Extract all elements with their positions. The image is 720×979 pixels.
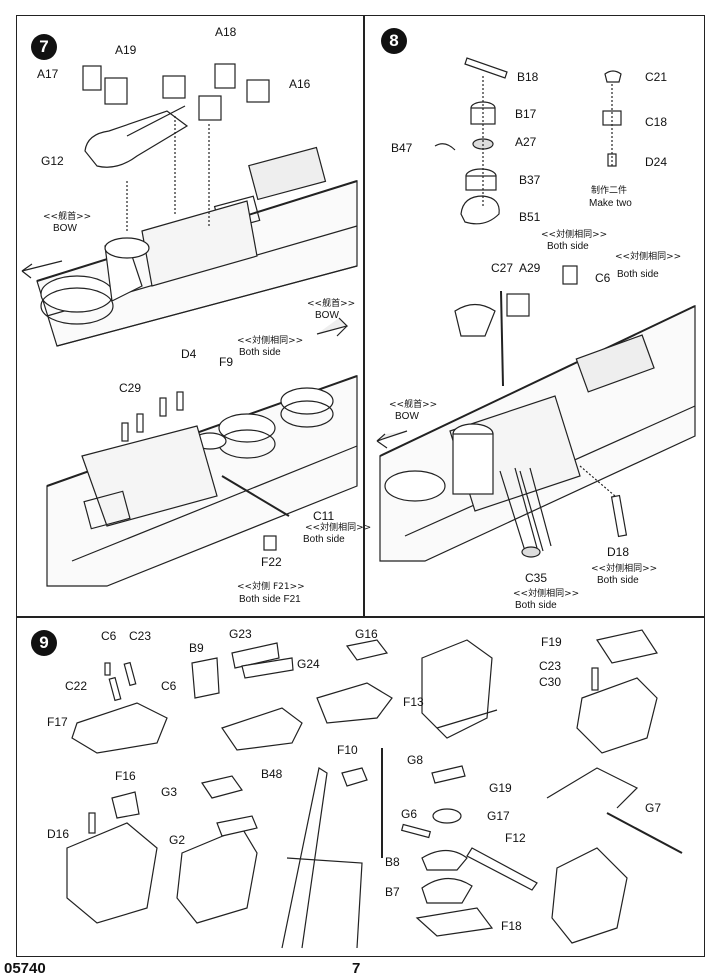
part-label: G6 — [401, 807, 418, 821]
part-label: C27 — [491, 261, 514, 275]
part-label: B7 — [385, 885, 400, 899]
part-label: A27 — [515, 135, 537, 149]
both-side-f21-cn: <<対侧 F21>> — [237, 582, 305, 592]
part-label: C21 — [645, 70, 668, 84]
part-label: A16 — [289, 77, 311, 91]
part-label: F13 — [403, 695, 424, 709]
both-side-label: Both side — [597, 575, 639, 586]
make-two-label: Make two — [589, 198, 632, 209]
part-label: D4 — [181, 347, 197, 361]
part-label: G3 — [161, 785, 178, 799]
both-side-cn: <<対侧相同>> — [541, 230, 608, 240]
part-label: B9 — [189, 641, 204, 655]
bow-label: BOW — [395, 411, 419, 422]
bow-label: BOW — [315, 310, 339, 321]
part-label: F9 — [219, 355, 234, 369]
part-label: F17 — [47, 715, 68, 729]
part-label: B37 — [519, 173, 541, 187]
part-label: F10 — [337, 743, 358, 757]
both-side-cn: <<対侧相同>> — [615, 252, 682, 262]
part-label: G2 — [169, 833, 186, 847]
bow-label-cn: <<舰首>> — [389, 400, 438, 410]
part-label: B51 — [519, 210, 541, 224]
part-label: A29 — [519, 261, 541, 275]
part-label: B17 — [515, 107, 537, 121]
both-side-label: Both side — [239, 347, 281, 358]
step-8-number: 8 — [381, 28, 407, 54]
part-label: A19 — [115, 43, 137, 57]
step-9-illustration — [66, 629, 683, 949]
bow-label-cn: <<舰首>> — [43, 212, 92, 222]
step-7-illustration — [21, 63, 358, 587]
part-label: C23 — [129, 629, 152, 643]
part-label: C18 — [645, 115, 668, 129]
part-label: G19 — [489, 781, 512, 795]
product-code: 05740 — [4, 960, 46, 977]
both-side-cn: <<対侧相同>> — [513, 589, 580, 599]
part-label: C6 — [595, 271, 611, 285]
page-number: 7 — [352, 960, 361, 977]
step-8-illustration — [376, 57, 696, 562]
part-label: C22 — [65, 679, 88, 693]
step-7-panel: 7 A19 A17 A18 A16 G12 <<舰首>> BOW <<舰首>> … — [16, 15, 371, 617]
step-9-number: 9 — [31, 630, 57, 656]
both-side-label: Both side — [303, 534, 345, 545]
both-side-label: Both side — [617, 269, 659, 280]
part-label: F18 — [501, 919, 522, 933]
part-label: G24 — [297, 657, 320, 671]
step-7-number: 7 — [31, 34, 57, 60]
step-8-panel: 8 B18 B17 A27 B47 B37 B51 C21 C18 D24 制作… — [364, 15, 705, 617]
part-label: C30 — [539, 675, 562, 689]
part-label: C6 — [101, 629, 117, 643]
both-side-cn: <<対侧相同>> — [591, 564, 658, 574]
bow-label-cn: <<舰首>> — [307, 299, 356, 309]
part-label: B8 — [385, 855, 400, 869]
bow-label: BOW — [53, 223, 77, 234]
both-side-label: Both side — [515, 600, 557, 611]
part-label: F19 — [541, 635, 562, 649]
both-side-cn: <<対侧相同>> — [237, 336, 304, 346]
part-label: G7 — [645, 801, 662, 815]
part-label: G8 — [407, 753, 424, 767]
part-label: D18 — [607, 545, 630, 559]
part-label: F22 — [261, 555, 282, 569]
part-label: A18 — [215, 25, 237, 39]
part-label: A17 — [37, 67, 59, 81]
make-two-cn: 制作二件 — [591, 186, 628, 196]
part-label: D24 — [645, 155, 668, 169]
part-label: G23 — [229, 627, 252, 641]
part-label: G17 — [487, 809, 510, 823]
part-label: D16 — [47, 827, 70, 841]
part-label: F16 — [115, 769, 136, 783]
part-label: G12 — [41, 154, 64, 168]
part-label: F12 — [505, 831, 526, 845]
part-label: B18 — [517, 70, 539, 84]
both-side-cn: <<対侧相同>> — [305, 523, 372, 533]
step-9-panel: 9 C6 C23 C22 C6 F17 B9 G23 G24 G16 F13 F… — [16, 617, 705, 957]
both-side-f21: Both side F21 — [239, 594, 301, 605]
part-label: C29 — [119, 381, 142, 395]
both-side-label: Both side — [547, 241, 589, 252]
part-label: C35 — [525, 571, 548, 585]
part-label: C6 — [161, 679, 177, 693]
part-label: C11 — [313, 509, 335, 523]
part-label: G16 — [355, 627, 378, 641]
part-label: B47 — [391, 141, 413, 155]
part-label: C23 — [539, 659, 562, 673]
part-label: B48 — [261, 767, 283, 781]
